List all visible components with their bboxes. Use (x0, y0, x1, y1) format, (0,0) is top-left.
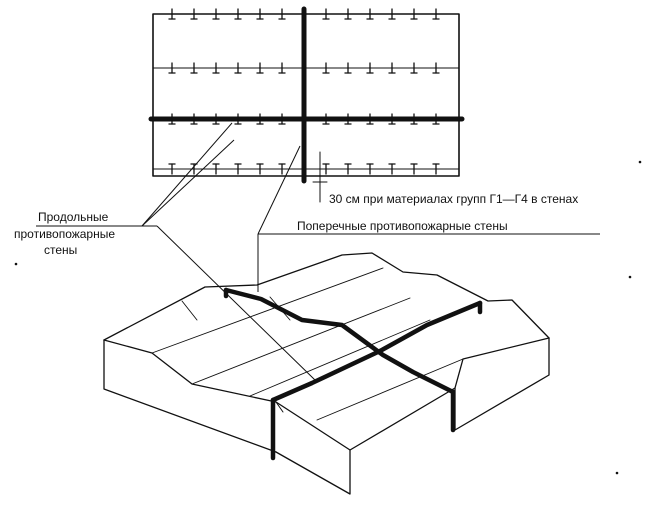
axo-transverse-wall (270, 300, 483, 403)
plan-view (148, 6, 465, 203)
roof-left-edge (103, 339, 277, 403)
roof-ridge (191, 297, 411, 385)
roof-ridge (316, 358, 464, 421)
roof-right-edge (349, 337, 550, 451)
axo-longitudinal-wall (223, 287, 456, 395)
leader-longitudinal-to-plan-a (141, 122, 233, 227)
longitudinal-walls-label-line-3: стены (44, 243, 78, 257)
axonometric-view (103, 252, 550, 495)
front-gable-edge (275, 401, 284, 413)
scan-specks (14, 160, 642, 475)
longitudinal-walls-label-line-2: противопожарные (14, 227, 116, 241)
transverse-walls-label: Поперечные противопожарные стены (297, 219, 508, 233)
leader-transverse-to-plan (257, 145, 301, 235)
leader-longitudinal-to-plan-b (141, 139, 235, 227)
roof-ridge (181, 300, 198, 321)
roof-ridge (151, 267, 384, 354)
longitudinal-walls-label-line-1: Продольные (38, 210, 109, 224)
roof-ridge (249, 319, 431, 397)
dimension-note: 30 см при материалах групп Г1—Г4 в стена… (329, 192, 579, 206)
right-wall (454, 337, 550, 431)
roof-back-edge (103, 252, 550, 341)
front-wall (275, 401, 351, 495)
leader-lines (36, 122, 600, 381)
plan-column-marks (168, 8, 440, 175)
leader-longitudinal-to-roof (156, 225, 316, 381)
left-wall (103, 339, 277, 453)
